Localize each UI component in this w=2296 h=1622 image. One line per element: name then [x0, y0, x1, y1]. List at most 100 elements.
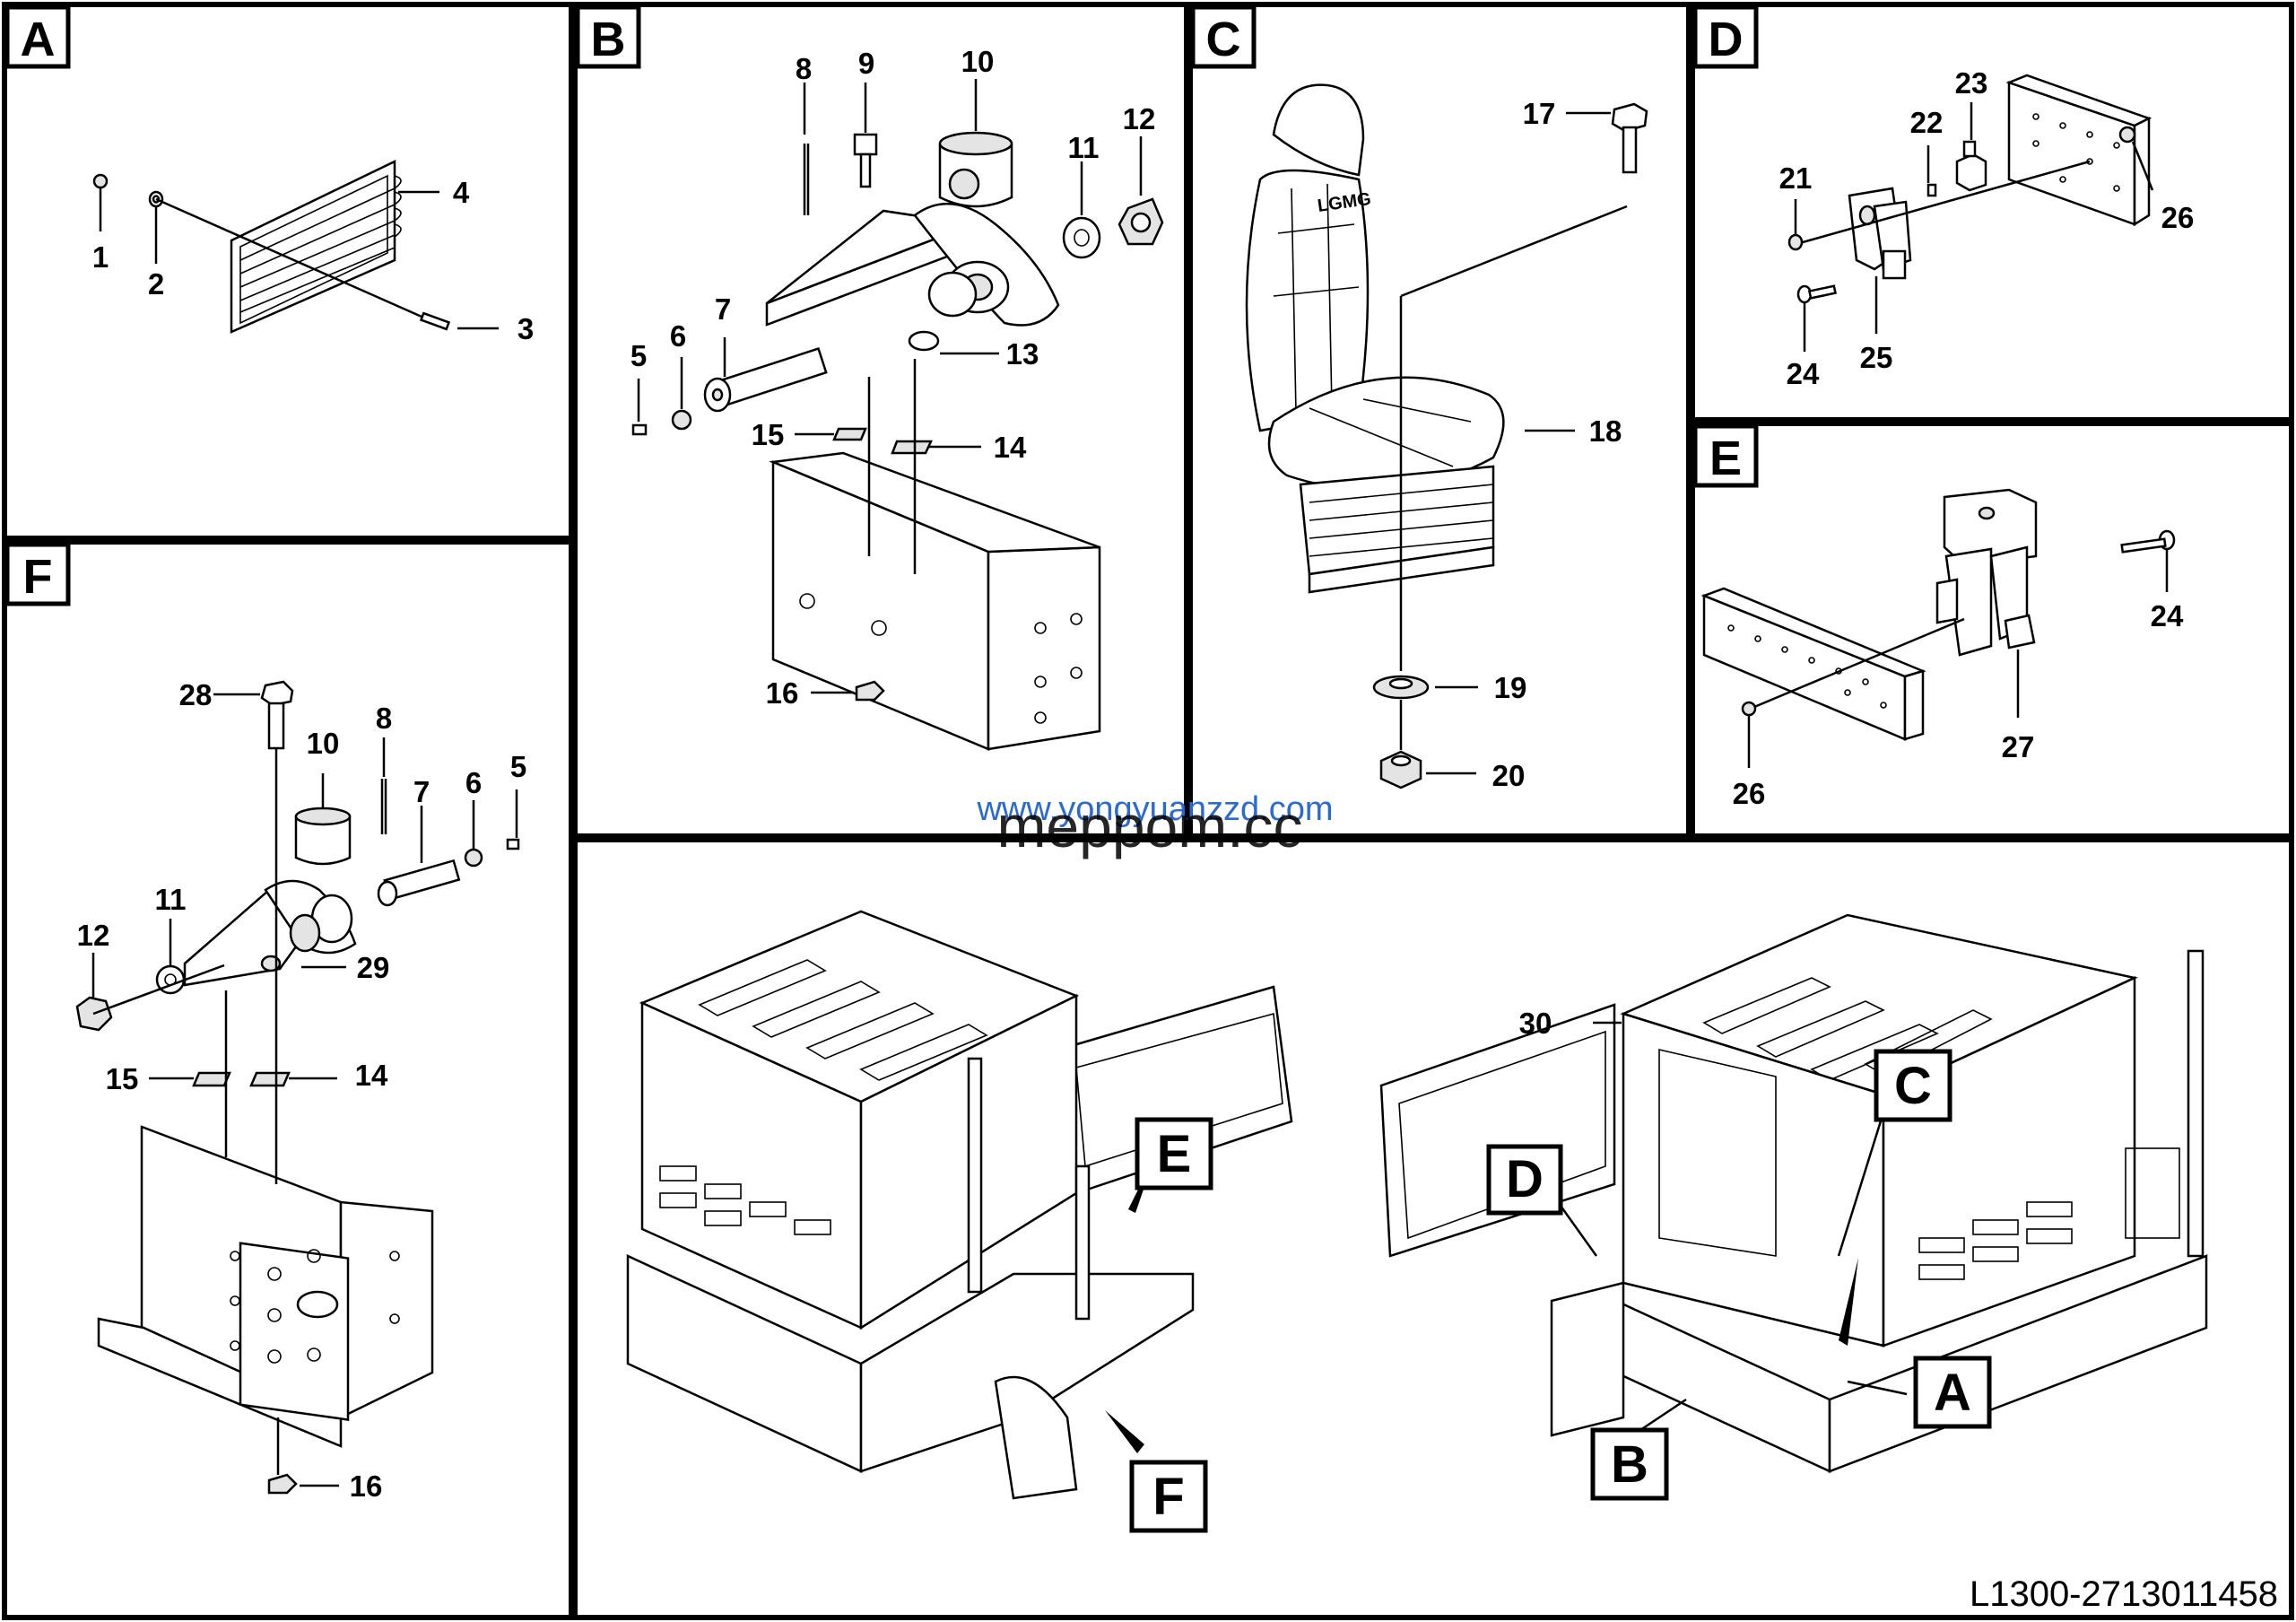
pointer-c-shaft	[1839, 1258, 1858, 1346]
part-number-10-f: 10	[307, 727, 340, 760]
bolt-28	[260, 680, 294, 750]
seat-cushion	[1267, 376, 1505, 492]
callout-c[interactable]: C	[1874, 1049, 1952, 1122]
shim-15	[832, 427, 867, 441]
panel-e-border	[1690, 421, 2294, 839]
part-number-24-d: 24	[1787, 357, 1820, 390]
part-number-8-b: 8	[796, 52, 812, 85]
nut-6	[671, 409, 692, 431]
pointer-c	[1837, 1112, 1885, 1257]
rubber-stop-23	[1955, 140, 1987, 192]
callout-b[interactable]: B	[1590, 1427, 1669, 1501]
part-number-28: 28	[179, 678, 213, 711]
pin-7	[703, 347, 828, 413]
part-number-15-f: 15	[106, 1062, 139, 1095]
part-number-15-b: 15	[752, 418, 785, 451]
panel-tag-a-letter: A	[21, 13, 56, 66]
washer-11	[1062, 216, 1101, 259]
part-number-26-d: 26	[2161, 201, 2195, 234]
lower-bracket-f	[97, 1125, 434, 1448]
part-number-17: 17	[1523, 97, 1556, 130]
part-number-12-f: 12	[77, 919, 110, 952]
upper-seat-block	[765, 202, 1060, 352]
screw-5-f	[506, 838, 520, 850]
nut-6-f	[464, 848, 483, 868]
panel-a-artwork	[92, 160, 499, 334]
mounting-plate-d	[2005, 74, 2152, 227]
part-number-21: 21	[1779, 161, 1813, 195]
part-number-6-f: 6	[465, 766, 482, 799]
bushing-10-f	[294, 807, 352, 866]
screw-5	[631, 423, 648, 436]
panel-d-artwork	[1787, 74, 2154, 352]
part-number-7-f: 7	[413, 775, 430, 808]
shim-14-f	[249, 1071, 291, 1087]
nut-26-e	[1741, 701, 1757, 717]
panel-a-border	[2, 2, 574, 541]
panel-b-artwork	[631, 79, 1164, 751]
part-number-22: 22	[1910, 106, 1944, 139]
part-number-12-b: 12	[1123, 102, 1156, 135]
panel-c-border	[1187, 2, 1692, 839]
part-number-8-f: 8	[376, 702, 392, 735]
pointer-a	[1847, 1380, 1908, 1396]
part-number-11-b: 11	[1068, 131, 1100, 164]
pointer-d	[1559, 1205, 1598, 1257]
callout-a-letter: A	[1934, 1364, 1971, 1422]
callout-e[interactable]: E	[1135, 1117, 1213, 1190]
part-number-16-b: 16	[766, 676, 799, 710]
lower-bracket	[769, 451, 1101, 751]
callout-a[interactable]: A	[1913, 1356, 1992, 1429]
panel-f-artwork	[75, 680, 520, 1495]
bolt-9	[853, 133, 878, 188]
bolt-24-e	[2120, 529, 2176, 554]
part-number-30: 30	[1519, 1007, 1552, 1040]
part-number-1: 1	[92, 240, 109, 274]
part-number-25: 25	[1860, 341, 1893, 374]
part-number-18: 18	[1589, 414, 1622, 448]
callout-c-letter: C	[1894, 1057, 1932, 1115]
part-number-7-b: 7	[715, 292, 731, 326]
seat-18: LGMG	[1245, 83, 1505, 594]
bolt-17	[1611, 102, 1648, 174]
pin-22	[1926, 183, 1937, 197]
watermark-url: www.yongyuanzzd.com	[976, 790, 1333, 828]
part-number-10-b: 10	[961, 45, 995, 78]
part-number-6-b: 6	[670, 319, 686, 353]
panel-tag-b-letter: B	[591, 13, 626, 66]
part-number-29: 29	[357, 951, 390, 984]
nut-16-f	[267, 1473, 298, 1495]
part-number-23: 23	[1955, 66, 1988, 100]
nut-26-d	[2118, 126, 2136, 144]
frame-rail-e	[1700, 587, 1926, 741]
part-number-5-b: 5	[631, 339, 647, 372]
part-number-14-f: 14	[355, 1059, 388, 1092]
shim-14	[891, 440, 933, 455]
watermark-name: meppom.cc	[996, 793, 1302, 859]
part-number-27: 27	[2002, 730, 2035, 763]
callout-d[interactable]: D	[1486, 1144, 1563, 1216]
door-stop-25	[1848, 187, 1912, 280]
part-number-13: 13	[1006, 337, 1039, 371]
part-number-24-e: 24	[2151, 599, 2184, 632]
callout-f-letter: F	[1152, 1468, 1184, 1526]
panel-tag-c: C	[1190, 4, 1257, 69]
panel-tag-e: E	[1692, 423, 1759, 488]
nut-1	[92, 173, 109, 189]
grille-part	[230, 160, 402, 334]
nut-16	[855, 680, 885, 702]
part-number-9: 9	[858, 47, 874, 80]
callout-e-letter: E	[1157, 1125, 1192, 1183]
part-number-16-f: 16	[350, 1469, 383, 1503]
panel-d-border	[1690, 2, 2294, 423]
nut-21	[1787, 233, 1804, 251]
panel-f-border	[2, 539, 574, 1620]
door-latch-27	[1935, 488, 2038, 657]
part-number-3: 3	[517, 312, 534, 345]
pin-7-f	[377, 859, 461, 907]
callout-f[interactable]: F	[1129, 1460, 1208, 1533]
panel-main-border	[572, 837, 2294, 1620]
part-number-11-f: 11	[155, 883, 187, 916]
bolt-24-d	[1796, 284, 1837, 304]
panel-tag-d-letter: D	[1709, 13, 1744, 66]
